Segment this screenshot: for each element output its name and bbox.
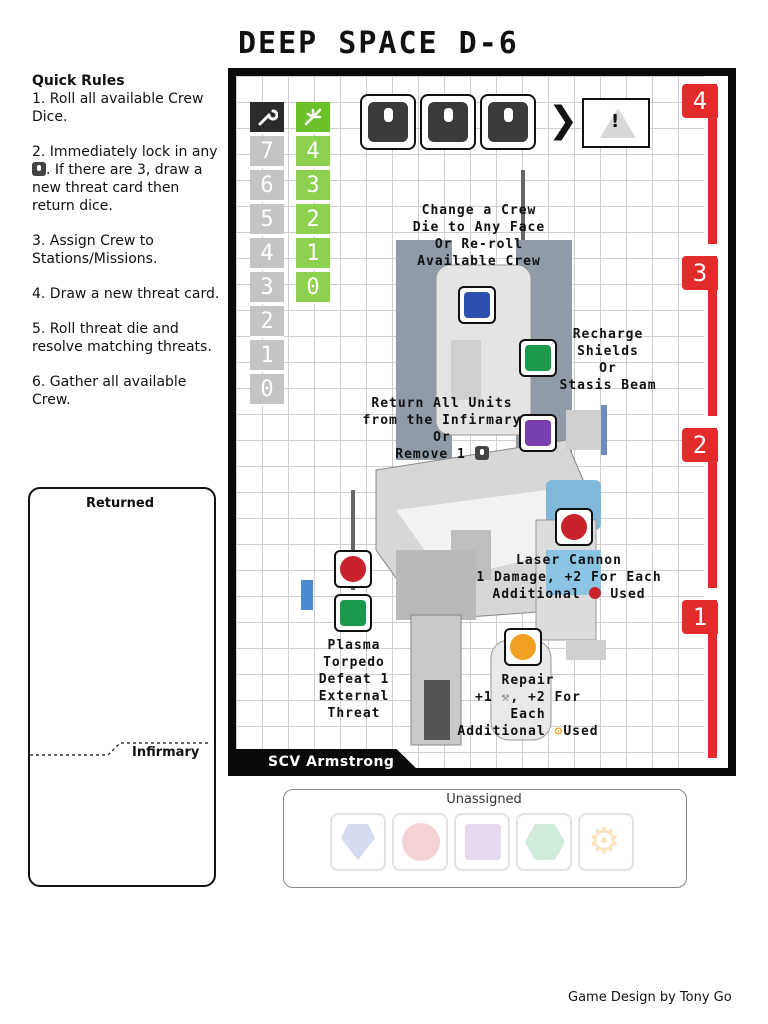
- medical-crew-icon: [465, 824, 501, 860]
- wrench-icon: ⚒: [501, 690, 511, 705]
- hull-header: [250, 102, 284, 134]
- repair-used: Used: [563, 724, 599, 739]
- shield-track-1[interactable]: 1: [296, 238, 330, 270]
- commander-crew-icon: [341, 824, 375, 860]
- medical-crew-icon: [525, 420, 551, 446]
- warning-mark: !: [611, 111, 620, 132]
- chevron-right-icon: ❯: [548, 100, 579, 141]
- rule-step-1: 1. Roll all available Crew Dice.: [32, 91, 204, 125]
- repair-mid: , +2 For Each: [510, 690, 581, 722]
- returned-label: Returned: [85, 496, 155, 511]
- threat-die-icon: [488, 102, 528, 142]
- returned-area[interactable]: [28, 487, 216, 887]
- laser-cannon-station[interactable]: [555, 508, 593, 546]
- threat-zone-bar-4: [708, 84, 717, 244]
- hull-track-1[interactable]: 1: [250, 340, 284, 372]
- shield-track-2[interactable]: 2: [296, 204, 330, 236]
- repair-end: Additional: [457, 724, 546, 739]
- threat-zone-1: 1: [682, 600, 718, 634]
- threat-die-icon: [32, 162, 46, 176]
- infirmary-label: Infirmary: [132, 745, 200, 760]
- laser-cannon-label: Laser Cannon 1 Damage, +2 For Each Addit…: [474, 552, 664, 603]
- threat-card-slot[interactable]: !: [582, 98, 650, 148]
- threat-zone-bar-2: [708, 428, 717, 588]
- commander-station-label: Change a Crew Die to Any Face Or Re-roll…: [412, 203, 546, 269]
- plasma-torpedo-tactical-slot[interactable]: [334, 550, 372, 588]
- tactical-crew-icon: [561, 514, 587, 540]
- hull-track-2[interactable]: 2: [250, 306, 284, 338]
- infirmary-divider: [30, 742, 210, 756]
- threat-die-slot-3[interactable]: [480, 94, 536, 150]
- hull-track-5[interactable]: 5: [250, 204, 284, 236]
- science-station[interactable]: [519, 339, 557, 377]
- shield-track-3[interactable]: 3: [296, 170, 330, 202]
- hull-track-3[interactable]: 3: [250, 272, 284, 304]
- repair-label: Repair +1 ⚒, +2 For Each Additional ⚙Use…: [454, 672, 602, 740]
- laser-cannon-text: Laser Cannon 1 Damage, +2 For Each Addit…: [476, 553, 662, 602]
- hull-track-0[interactable]: 0: [250, 374, 284, 406]
- unassigned-science-slot[interactable]: [516, 813, 572, 871]
- threat-die-slot-2[interactable]: [420, 94, 476, 150]
- rule-step-3: 3. Assign Crew to Stations/Missions.: [32, 233, 158, 267]
- tactical-crew-icon: [402, 823, 440, 861]
- engineering-crew-icon: [510, 634, 536, 660]
- medical-station-text: Return All Units from the Infirmary Or R…: [362, 396, 522, 462]
- unassigned-area[interactable]: [283, 789, 687, 888]
- ship-name: SCV Armstrong: [268, 754, 395, 770]
- tactical-crew-icon: [589, 587, 602, 599]
- science-crew-icon: [525, 345, 551, 371]
- commander-station[interactable]: [458, 286, 496, 324]
- rule-step-2-a: 2. Immediately lock in any: [32, 144, 218, 160]
- unassigned-commander-slot[interactable]: [330, 813, 386, 871]
- hull-track-6[interactable]: 6: [250, 170, 284, 202]
- threat-zone-bar-1: [708, 600, 717, 758]
- plasma-torpedo-science-slot[interactable]: [334, 594, 372, 632]
- threat-zone-2: 2: [682, 428, 718, 462]
- page-title: DEEP SPACE D-6: [238, 26, 519, 61]
- warning-icon: [600, 108, 636, 138]
- shield-header: [296, 102, 330, 134]
- gear-icon: ⚙: [554, 724, 564, 739]
- unassigned-engineering-slot[interactable]: ⚙: [578, 813, 634, 871]
- tactical-crew-icon: [340, 556, 366, 582]
- wrench-icon: [258, 109, 278, 126]
- rule-step-6: 6. Gather all available Crew.: [32, 374, 187, 408]
- medical-station-label: Return All Units from the Infirmary Or R…: [362, 395, 522, 463]
- shield-track-4[interactable]: 4: [296, 136, 330, 168]
- unassigned-tactical-slot[interactable]: [392, 813, 448, 871]
- science-crew-icon: [340, 600, 366, 626]
- hull-track-4[interactable]: 4: [250, 238, 284, 270]
- laser-cannon-used: Used: [610, 587, 646, 602]
- threat-zone-4: 4: [682, 84, 718, 118]
- threat-zone-3: 3: [682, 256, 718, 290]
- commander-crew-icon: [464, 292, 490, 318]
- hull-track-7[interactable]: 7: [250, 136, 284, 168]
- ship-name-tab: [228, 749, 424, 776]
- threat-die-icon: [474, 446, 489, 460]
- rules-heading: Quick Rules: [32, 73, 125, 89]
- threat-zone-bar-3: [708, 256, 717, 416]
- threat-die-icon: [368, 102, 408, 142]
- shield-track-0[interactable]: 0: [296, 272, 330, 304]
- credit-line: Game Design by Tony Go: [568, 990, 732, 1005]
- repair-station[interactable]: [504, 628, 542, 666]
- science-station-label: Recharge Shields Or Stasis Beam: [559, 327, 657, 393]
- gear-icon: ⚙: [588, 821, 621, 862]
- threat-die-icon: [428, 102, 468, 142]
- shield-burst-icon: [304, 108, 322, 126]
- unassigned-medical-slot[interactable]: [454, 813, 510, 871]
- plasma-torpedo-label: Plasma Torpedo Defeat 1 External Threat: [318, 638, 390, 721]
- rule-step-4: 4. Draw a new threat card.: [32, 286, 220, 302]
- threat-die-slot-1[interactable]: [360, 94, 416, 150]
- rule-step-5: 5. Roll threat die and resolve matching …: [32, 321, 212, 355]
- rule-step-2-b: . If there are 3, draw a new threat card…: [32, 162, 203, 214]
- quick-rules: Quick Rules 1. Roll all available Crew D…: [32, 72, 222, 426]
- rule-step-2: 2. Immediately lock in any . If there ar…: [32, 143, 222, 215]
- medical-station[interactable]: [519, 414, 557, 452]
- unassigned-label: Unassigned: [446, 792, 522, 807]
- science-crew-icon: [525, 824, 565, 860]
- repair-text: Repair +1: [475, 673, 555, 705]
